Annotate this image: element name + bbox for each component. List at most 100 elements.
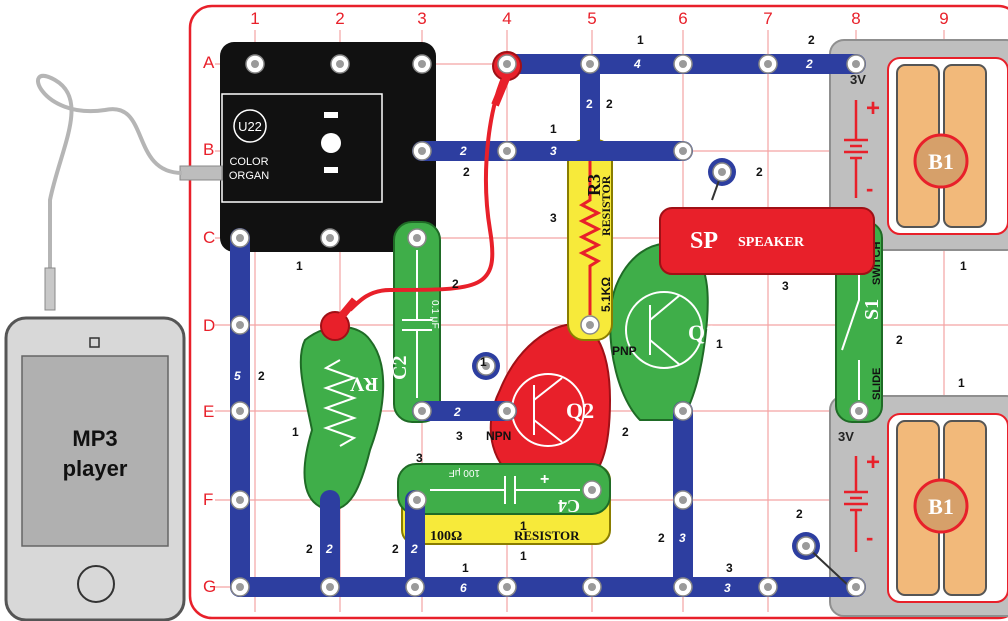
mp3-label-1: MP3 bbox=[72, 426, 117, 451]
snap-studs bbox=[230, 54, 869, 597]
battery-upper: B1 3V + - bbox=[829, 39, 1008, 251]
wire-number: 5 bbox=[234, 369, 241, 383]
snap-stud-center bbox=[503, 147, 511, 155]
col-label: 4 bbox=[502, 9, 511, 28]
c4-value: 100 μF bbox=[449, 467, 480, 478]
q1-type: PNP bbox=[612, 344, 637, 358]
snap-stud-center bbox=[802, 542, 810, 550]
r100-type: RESISTOR bbox=[514, 528, 580, 543]
snap-stud-center bbox=[679, 147, 687, 155]
wire-number: 2 bbox=[622, 425, 629, 439]
snap-stud-center bbox=[588, 583, 596, 591]
c2-label: C2 bbox=[389, 356, 411, 380]
wire-number: 4 bbox=[633, 57, 641, 71]
column-labels: 1 2 3 4 5 6 7 8 9 bbox=[250, 9, 948, 28]
resistor-r3: R3 RESISTOR 5.1KΩ bbox=[567, 139, 613, 341]
battery-lower: B1 3V + - bbox=[829, 395, 1008, 617]
r3-type: RESISTOR bbox=[599, 175, 613, 236]
wire-number: 3 bbox=[726, 561, 733, 575]
wire-number: 2 bbox=[658, 531, 665, 545]
snap-stud-center bbox=[718, 168, 726, 176]
wire-number: 3 bbox=[724, 581, 731, 595]
wire-number: 3 bbox=[456, 429, 463, 443]
color-organ-module: U22 COLOR ORGAN bbox=[179, 42, 436, 252]
wire-number: 3 bbox=[550, 211, 557, 225]
snap-stud-center bbox=[418, 147, 426, 155]
wire-number: 2 bbox=[392, 542, 399, 556]
u22-id: U22 bbox=[238, 119, 262, 134]
col-label: 3 bbox=[417, 9, 426, 28]
snap-stud-center bbox=[482, 362, 490, 370]
wire-number: 2 bbox=[453, 405, 461, 419]
capacitor-c2: C2 0.1 μF bbox=[389, 221, 441, 423]
q2-type: NPN bbox=[486, 429, 511, 443]
snap-stud-center bbox=[236, 407, 244, 415]
snap-stud-center bbox=[411, 583, 419, 591]
wire-number: 1 bbox=[296, 259, 303, 273]
snap-stud-center bbox=[503, 407, 511, 415]
capacitor-c4: C4 100 μF + bbox=[397, 463, 611, 516]
r3-value: 5.1KΩ bbox=[599, 277, 613, 312]
snap-stud-center bbox=[413, 234, 421, 242]
wire-numbers: 1 4 2 2 2 2 1 2 3 2 2 1 3 2 3 1 2 1 1 5 … bbox=[234, 33, 967, 595]
switch-line1: SLIDE bbox=[871, 368, 883, 400]
rv-label: RV bbox=[349, 373, 378, 395]
mp3-label-2: player bbox=[63, 456, 128, 481]
speaker-type: SPEAKER bbox=[738, 235, 805, 250]
audio-plug bbox=[44, 267, 56, 311]
row-label: C bbox=[203, 228, 215, 247]
snap-stud-center bbox=[852, 583, 860, 591]
switch-id: S1 bbox=[861, 299, 883, 320]
q1-label: Q1 bbox=[688, 320, 716, 345]
col-label: 1 bbox=[250, 9, 259, 28]
wire-number: 2 bbox=[756, 165, 763, 179]
wire-number: 2 bbox=[306, 542, 313, 556]
r100-value: 100Ω bbox=[430, 529, 462, 544]
wire-number: 1 bbox=[960, 259, 967, 273]
snap-stud-center bbox=[586, 321, 594, 329]
wire-number: 2 bbox=[796, 507, 803, 521]
battery-voltage: 3V bbox=[850, 72, 866, 87]
speaker-id: SP bbox=[690, 228, 718, 254]
wire-number: 1 bbox=[550, 122, 557, 136]
battery-minus: - bbox=[866, 525, 873, 550]
snap-stud-center bbox=[236, 321, 244, 329]
row-label: G bbox=[203, 577, 216, 596]
snap-stud-center bbox=[679, 407, 687, 415]
snap-stud-center bbox=[503, 60, 511, 68]
u22-name-1: COLOR bbox=[229, 156, 268, 168]
wire-number: 3 bbox=[550, 144, 557, 158]
snap-stud-center bbox=[679, 496, 687, 504]
wire-number: 2 bbox=[258, 369, 265, 383]
wire-number: 1 bbox=[480, 355, 487, 369]
snap-stud-center bbox=[586, 60, 594, 68]
snap-stud-center bbox=[418, 407, 426, 415]
battery-plus: + bbox=[866, 95, 880, 122]
row-label: E bbox=[203, 402, 214, 421]
wire-number: 1 bbox=[958, 376, 965, 390]
battery-label: B1 bbox=[928, 494, 954, 519]
wire-number: 1 bbox=[292, 425, 299, 439]
c4-label: C4 bbox=[558, 496, 580, 516]
audio-cable bbox=[36, 73, 183, 270]
col-label: 8 bbox=[851, 9, 860, 28]
c4-plus: + bbox=[540, 471, 549, 488]
u22-name-2: ORGAN bbox=[229, 170, 269, 182]
snap-stud-center bbox=[418, 60, 426, 68]
wire-number: 1 bbox=[520, 549, 527, 563]
wire-number: 3 bbox=[782, 279, 789, 293]
c2-value: 0.1 μF bbox=[429, 300, 440, 329]
wire-number: 2 bbox=[410, 542, 418, 556]
snap-stud-center bbox=[679, 583, 687, 591]
snap-stud-center bbox=[503, 583, 511, 591]
wire-number: 2 bbox=[808, 33, 815, 47]
snap-stud-center bbox=[852, 60, 860, 68]
transistor-q1: Q1 PNP bbox=[609, 242, 716, 421]
row-label: B bbox=[203, 140, 214, 159]
speaker-sp: SP SPEAKER bbox=[659, 207, 875, 275]
wire-number: 2 bbox=[606, 97, 613, 111]
wire-number: 3 bbox=[679, 531, 686, 545]
snap-stud-center bbox=[764, 60, 772, 68]
wire-number: 2 bbox=[325, 542, 333, 556]
